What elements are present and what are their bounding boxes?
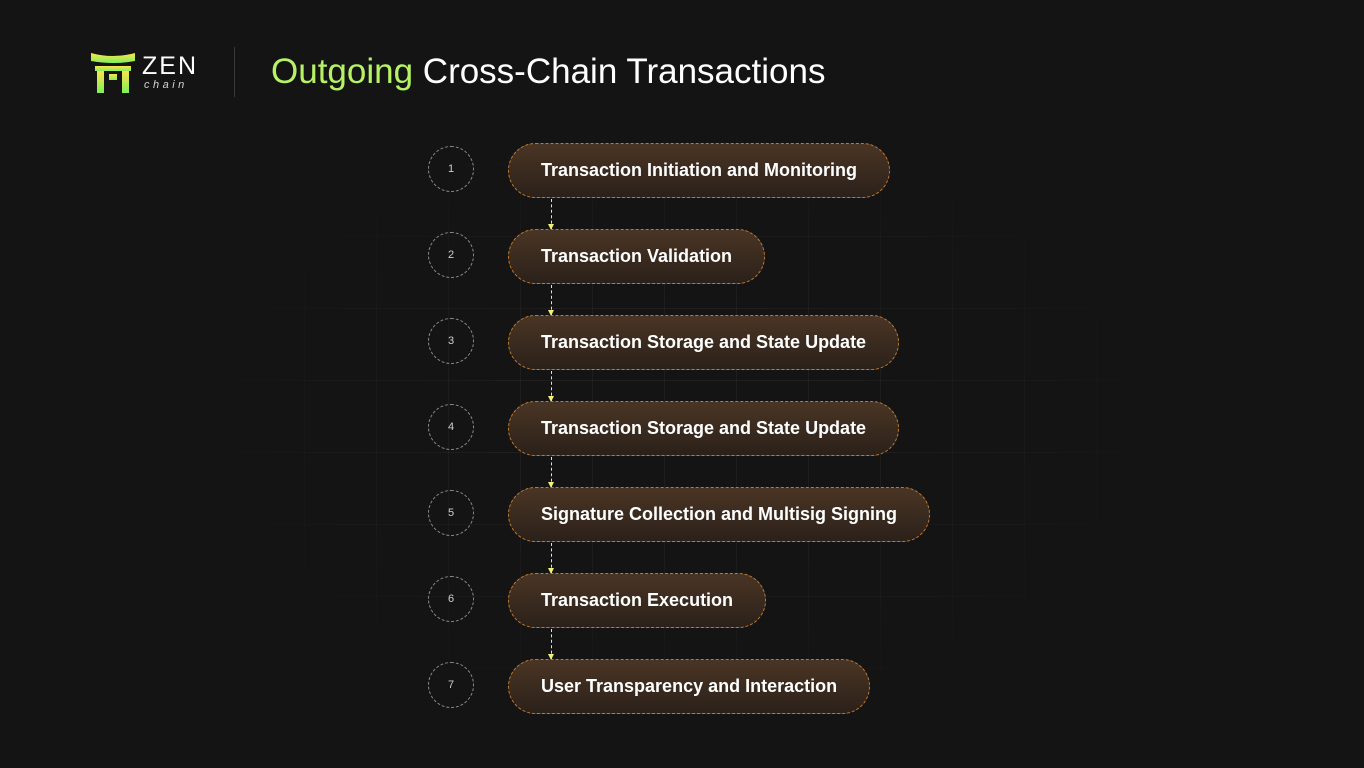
- title-accent: Outgoing: [271, 52, 414, 91]
- step-number: 3: [428, 318, 474, 364]
- step-label: Transaction Validation: [508, 229, 766, 284]
- arrow-down-icon: [548, 396, 554, 402]
- step-number: 6: [428, 576, 474, 622]
- connector-arrow: [548, 629, 556, 660]
- connector-arrow: [548, 199, 556, 230]
- header-divider: [234, 47, 235, 97]
- step-number: 4: [428, 404, 474, 450]
- step-label: Transaction Storage and State Update: [508, 401, 900, 456]
- page-title: Outgoing Cross-Chain Transactions: [271, 52, 825, 92]
- title-rest: Cross-Chain Transactions: [413, 52, 826, 91]
- arrow-down-icon: [548, 482, 554, 488]
- connector-arrow: [548, 457, 556, 488]
- arrow-down-icon: [548, 224, 554, 230]
- step-number: 5: [428, 490, 474, 536]
- arrow-down-icon: [548, 310, 554, 316]
- header: ZEN chain Outgoing Cross-Chain Transacti…: [90, 46, 825, 98]
- logo-sub: chain: [144, 78, 188, 91]
- connector-arrow: [548, 285, 556, 316]
- step-label: Signature Collection and Multisig Signin…: [508, 487, 931, 542]
- step-number: 2: [428, 232, 474, 278]
- arrow-down-icon: [548, 568, 554, 574]
- arrow-down-icon: [548, 654, 554, 660]
- connector-arrow: [548, 543, 556, 574]
- connector-arrow: [548, 371, 556, 402]
- step-number: 7: [428, 662, 474, 708]
- step-label: Transaction Initiation and Monitoring: [508, 143, 890, 198]
- step-number: 1: [428, 146, 474, 192]
- step-label: Transaction Storage and State Update: [508, 315, 900, 370]
- torii-gate-icon: [91, 53, 135, 93]
- step-label: Transaction Execution: [508, 573, 767, 628]
- step-label: User Transparency and Interaction: [508, 659, 871, 714]
- logo-name: ZEN: [142, 51, 198, 80]
- zenchain-logo: ZEN chain: [90, 50, 198, 94]
